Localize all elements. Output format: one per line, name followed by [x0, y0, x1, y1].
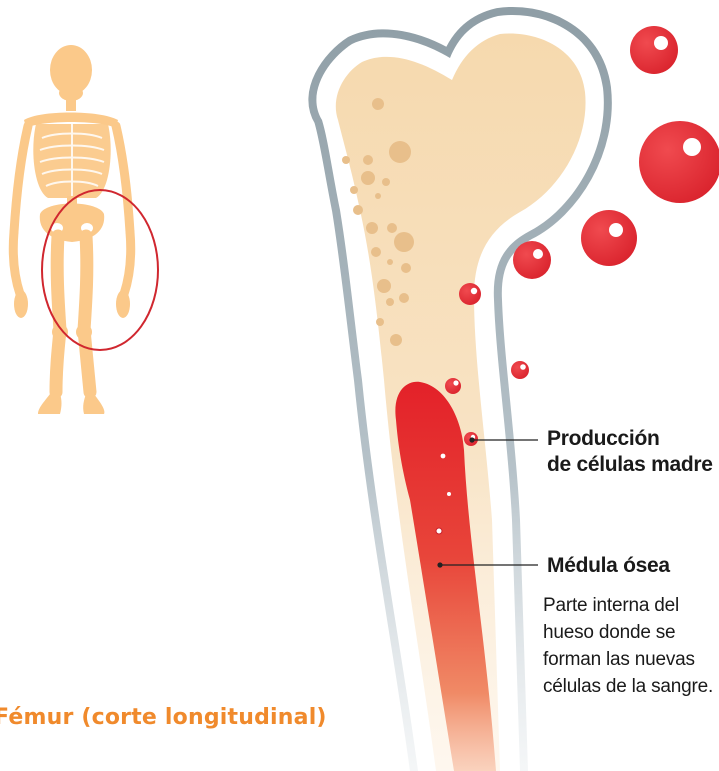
- marrow-desc-line2: hueso donde se: [543, 619, 675, 646]
- marrow-label-title: Médula ósea: [547, 553, 670, 578]
- blood-cell: [513, 241, 551, 279]
- marrow-desc-line1: Parte interna del: [543, 592, 679, 619]
- blood-cell: [459, 283, 481, 305]
- blood-cell: [511, 361, 529, 379]
- production-label-line1: Producción: [547, 426, 660, 451]
- blood-cell: [639, 121, 719, 203]
- blood-cell: [630, 26, 678, 74]
- skeleton-figure: [13, 45, 131, 414]
- diagram-title: Fémur (corte longitudinal): [0, 705, 327, 730]
- blood-cell: [581, 210, 637, 266]
- pelvis: [40, 204, 104, 243]
- blood-cell: [445, 378, 461, 394]
- marrow-desc-line3: forman las nuevas: [543, 646, 695, 673]
- production-label-line2: de células madre: [547, 452, 713, 477]
- marrow-desc-line4: células de la sangre.: [543, 673, 713, 700]
